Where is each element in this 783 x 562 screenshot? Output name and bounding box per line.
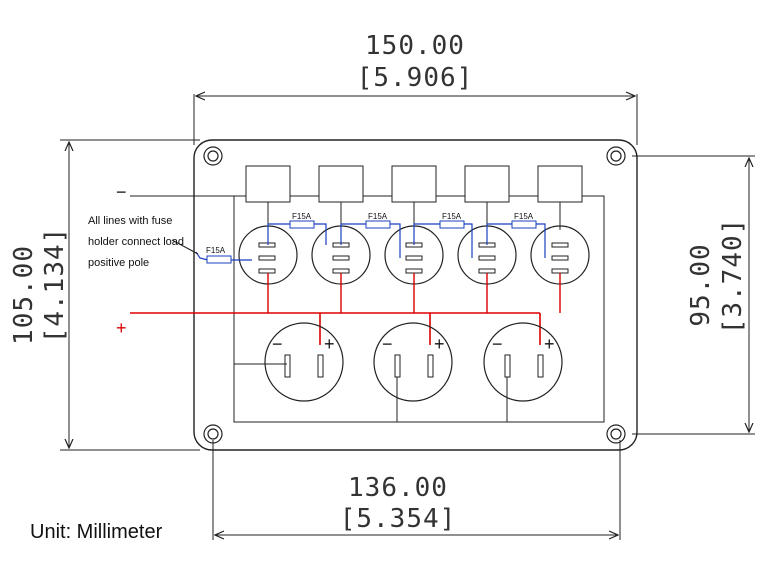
negative-rail-label: − [116, 182, 127, 202]
switch-4 [457, 165, 517, 313]
dim-right-mm: 95.00 [686, 243, 716, 326]
mounting-holes [203, 146, 626, 444]
dim-bottom-mm: 136.00 [348, 473, 448, 503]
socket-1-plus: + [324, 334, 335, 354]
note-leader-line [171, 239, 199, 255]
mounting-hole-bottom-right [606, 424, 626, 444]
fuse-label-2: F15A [292, 212, 312, 221]
positive-rail-label: + [116, 318, 127, 338]
extension-lines [60, 94, 755, 540]
dim-right-in: [3.740] [718, 218, 748, 335]
fuse-label-3: F15A [368, 212, 388, 221]
note-line-1: All lines with fuse [88, 215, 172, 227]
fuse-label-5: F15A [514, 212, 534, 221]
fuse-holder-4 [439, 220, 465, 229]
socket-2: − + [373, 322, 453, 402]
fuse-label-1: F15A [206, 246, 226, 255]
socket-3-plus: + [544, 334, 555, 354]
socket-3-minus: − [492, 334, 503, 354]
mounting-hole-bottom-left [203, 424, 223, 444]
mounting-hole-top-right [606, 146, 626, 166]
switch-3 [384, 165, 444, 313]
positive-rail [130, 312, 541, 345]
socket-negative-wires [233, 363, 508, 422]
socket-1-minus: − [272, 334, 283, 354]
fuse-holder-5 [511, 220, 537, 229]
inner-frame [233, 195, 605, 423]
fuse-holder-2 [289, 220, 315, 229]
dim-bottom-in: [5.354] [340, 504, 457, 534]
socket-1: − + [264, 322, 344, 402]
switch-1 [238, 165, 298, 313]
dim-left-in: [4.134] [40, 227, 70, 344]
fuse-holder-3 [365, 220, 391, 229]
dimension-lines [69, 96, 749, 535]
dim-left-mm: 105.00 [9, 245, 39, 345]
mounting-hole-top-left [203, 146, 223, 166]
fuse-holder-1 [206, 255, 232, 264]
unit-label: Unit: Millimeter [30, 521, 163, 543]
dim-top-in: [5.906] [357, 63, 474, 93]
note-line-3: positive pole [88, 257, 149, 269]
socket-3: − + [483, 322, 563, 402]
panel-outline [193, 139, 638, 451]
socket-2-plus: + [434, 334, 445, 354]
dim-top-mm: 150.00 [365, 31, 465, 61]
switch-5 [530, 165, 590, 313]
socket-2-minus: − [382, 334, 393, 354]
note-line-2: holder connect load [88, 236, 184, 248]
fuse-label-4: F15A [442, 212, 462, 221]
switch-2 [311, 165, 371, 313]
